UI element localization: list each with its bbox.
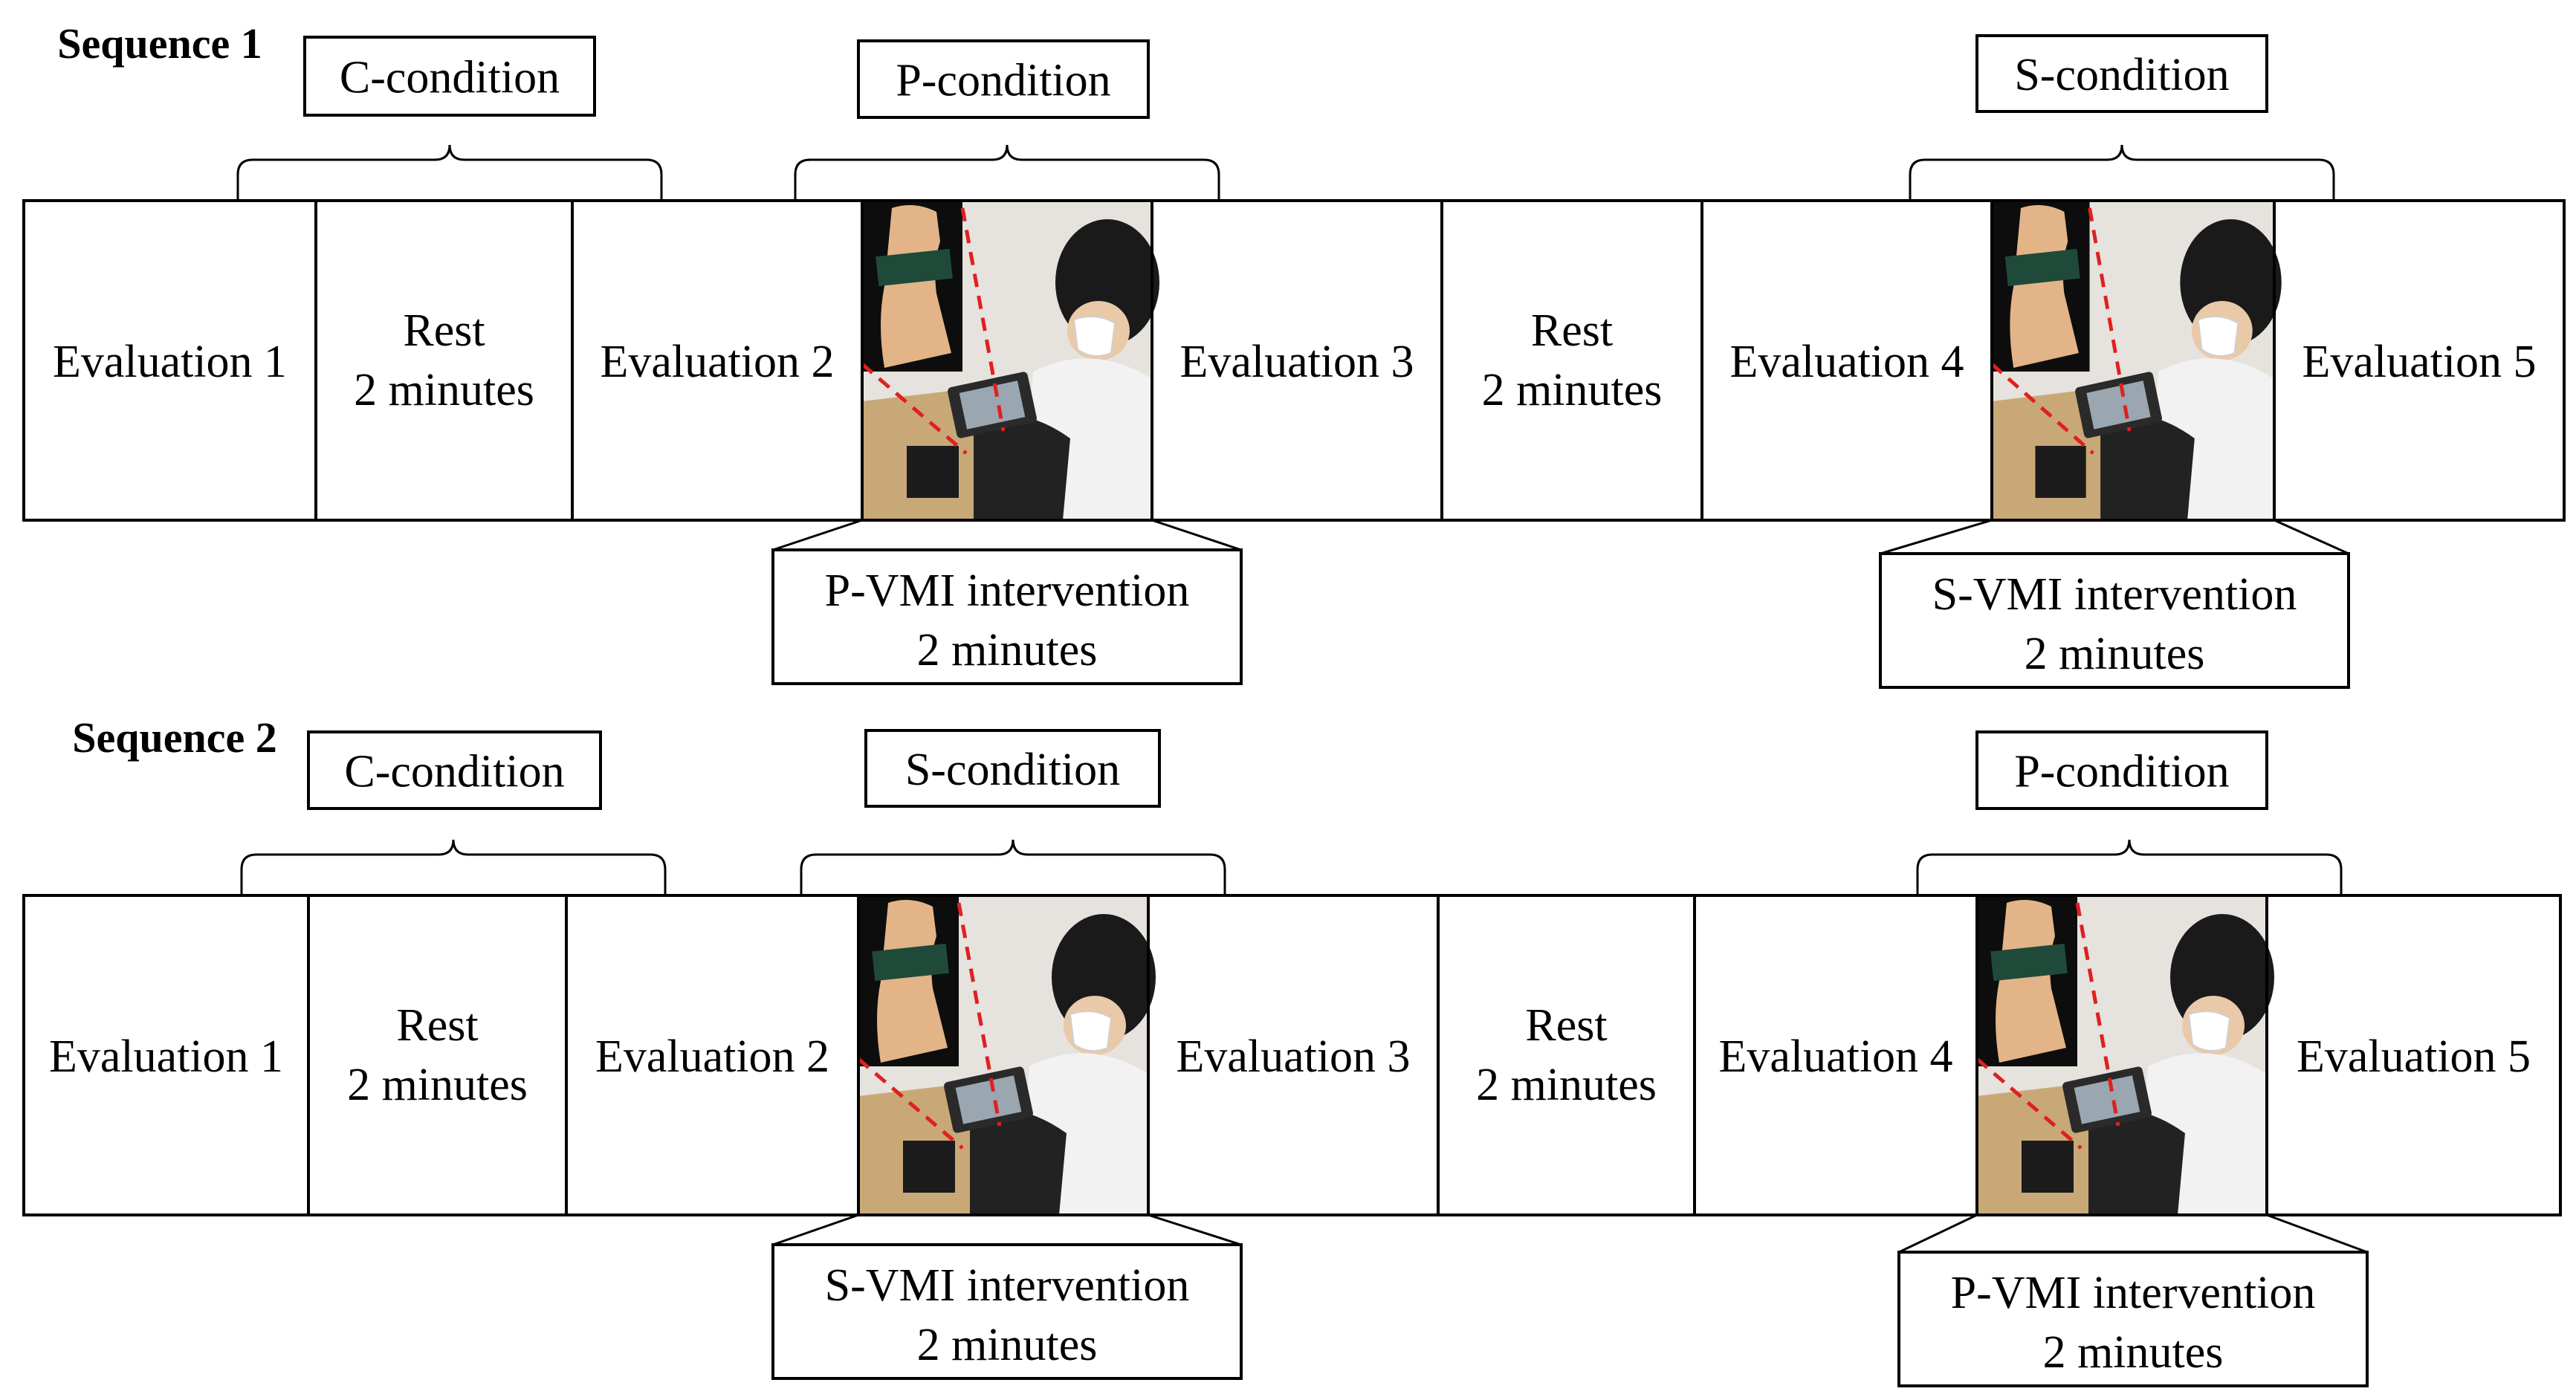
vmi-photo-icon: [858, 895, 1156, 1215]
evaluation-box: [1151, 199, 1443, 522]
rest-box: [314, 199, 574, 522]
intervention-duration: 2 minutes: [917, 1320, 1098, 1370]
condition-box: [1975, 34, 2268, 113]
condition-label: S-condition: [905, 745, 1120, 795]
intervention-box: [771, 548, 1243, 685]
intervention-label: S-VMI intervention: [825, 1260, 1190, 1311]
evaluation-box: [565, 894, 860, 1216]
step-label: Evaluation 5: [2297, 1031, 2531, 1082]
intervention-duration: 2 minutes: [917, 625, 1098, 675]
condition-label: P-condition: [2014, 747, 2229, 797]
evaluation-box: [22, 894, 310, 1216]
vmi-photo-icon: [1992, 201, 2282, 520]
intervention-box: [1879, 552, 2350, 689]
rest-box: [1440, 199, 1703, 522]
connector-line: [2274, 519, 2349, 555]
intervention-duration: 2 minutes: [2025, 629, 2205, 679]
step-label: Evaluation 3: [1179, 337, 1414, 387]
intervention-duration: 2 minutes: [2043, 1327, 2224, 1378]
condition-box: [303, 36, 596, 117]
step-label: Evaluation 2: [595, 1031, 829, 1082]
intervention-label: P-VMI intervention: [1951, 1268, 2316, 1318]
sequence-title: Sequence 1: [57, 19, 262, 68]
intervention-box: [1897, 1251, 2369, 1387]
connector-line: [1148, 1213, 1242, 1246]
evaluation-box: [2273, 199, 2566, 522]
condition-label: C-condition: [344, 747, 564, 797]
connector-line: [1898, 1213, 1978, 1254]
condition-brace: [800, 839, 1226, 895]
vmi-photo-icon: [1977, 895, 2274, 1215]
condition-brace: [236, 144, 663, 201]
step-label: Evaluation 4: [1729, 337, 1964, 387]
step-label: Evaluation 1: [53, 337, 287, 387]
rest-box: [1437, 894, 1696, 1216]
condition-box: [307, 730, 602, 810]
evaluation-box: [571, 199, 864, 522]
condition-box: [864, 729, 1161, 808]
step-label: Evaluation 1: [49, 1031, 283, 1082]
step-label: Rest: [1525, 1000, 1607, 1051]
step-label: Rest: [396, 1000, 478, 1051]
sequence-1: Sequence 1 C-condition P-condition S-condit…: [22, 19, 2566, 689]
condition-box: [1975, 730, 2268, 810]
step-duration: 2 minutes: [354, 365, 534, 415]
condition-brace: [1909, 144, 2335, 201]
rest-box: [307, 894, 568, 1216]
connector-line: [2266, 1213, 2368, 1254]
photo-frame: [1990, 199, 2276, 522]
step-label: Evaluation 5: [2302, 337, 2536, 387]
condition-brace: [794, 144, 1220, 201]
connector-line: [772, 519, 863, 551]
sequence-title: Sequence 2: [72, 713, 277, 762]
step-label: Evaluation 2: [600, 337, 834, 387]
step-label: Evaluation 4: [1718, 1031, 1952, 1082]
intervention-box: [771, 1243, 1243, 1380]
photo-frame: [857, 894, 1150, 1216]
intervention-label: P-VMI intervention: [825, 565, 1190, 616]
condition-label: C-condition: [340, 53, 560, 103]
step-label: Rest: [403, 305, 485, 356]
step-label: Evaluation 3: [1176, 1031, 1410, 1082]
intervention-label: S-VMI intervention: [1932, 569, 2297, 620]
evaluation-box: [2265, 894, 2562, 1216]
step-label: Rest: [1531, 305, 1613, 356]
evaluation-box: [1700, 199, 1993, 522]
condition-label: P-condition: [896, 56, 1110, 106]
step-duration: 2 minutes: [347, 1060, 528, 1110]
connector-line: [1151, 519, 1242, 551]
photo-frame: [861, 199, 1153, 522]
photo-frame: [1975, 894, 2268, 1216]
sequence-2: Sequence 2 C-condition S-condition P-condit…: [22, 713, 2562, 1387]
connector-line: [1880, 519, 1993, 555]
evaluation-box: [1147, 894, 1440, 1216]
step-duration: 2 minutes: [1476, 1060, 1657, 1110]
evaluation-box: [1693, 894, 1978, 1216]
vmi-photo-icon: [862, 201, 1159, 520]
step-duration: 2 minutes: [1482, 365, 1663, 415]
connector-line: [772, 1213, 859, 1246]
condition-label: S-condition: [2014, 50, 2229, 100]
condition-brace: [240, 839, 667, 895]
condition-box: [857, 39, 1150, 119]
condition-brace: [1916, 839, 2343, 895]
evaluation-box: [22, 199, 317, 522]
